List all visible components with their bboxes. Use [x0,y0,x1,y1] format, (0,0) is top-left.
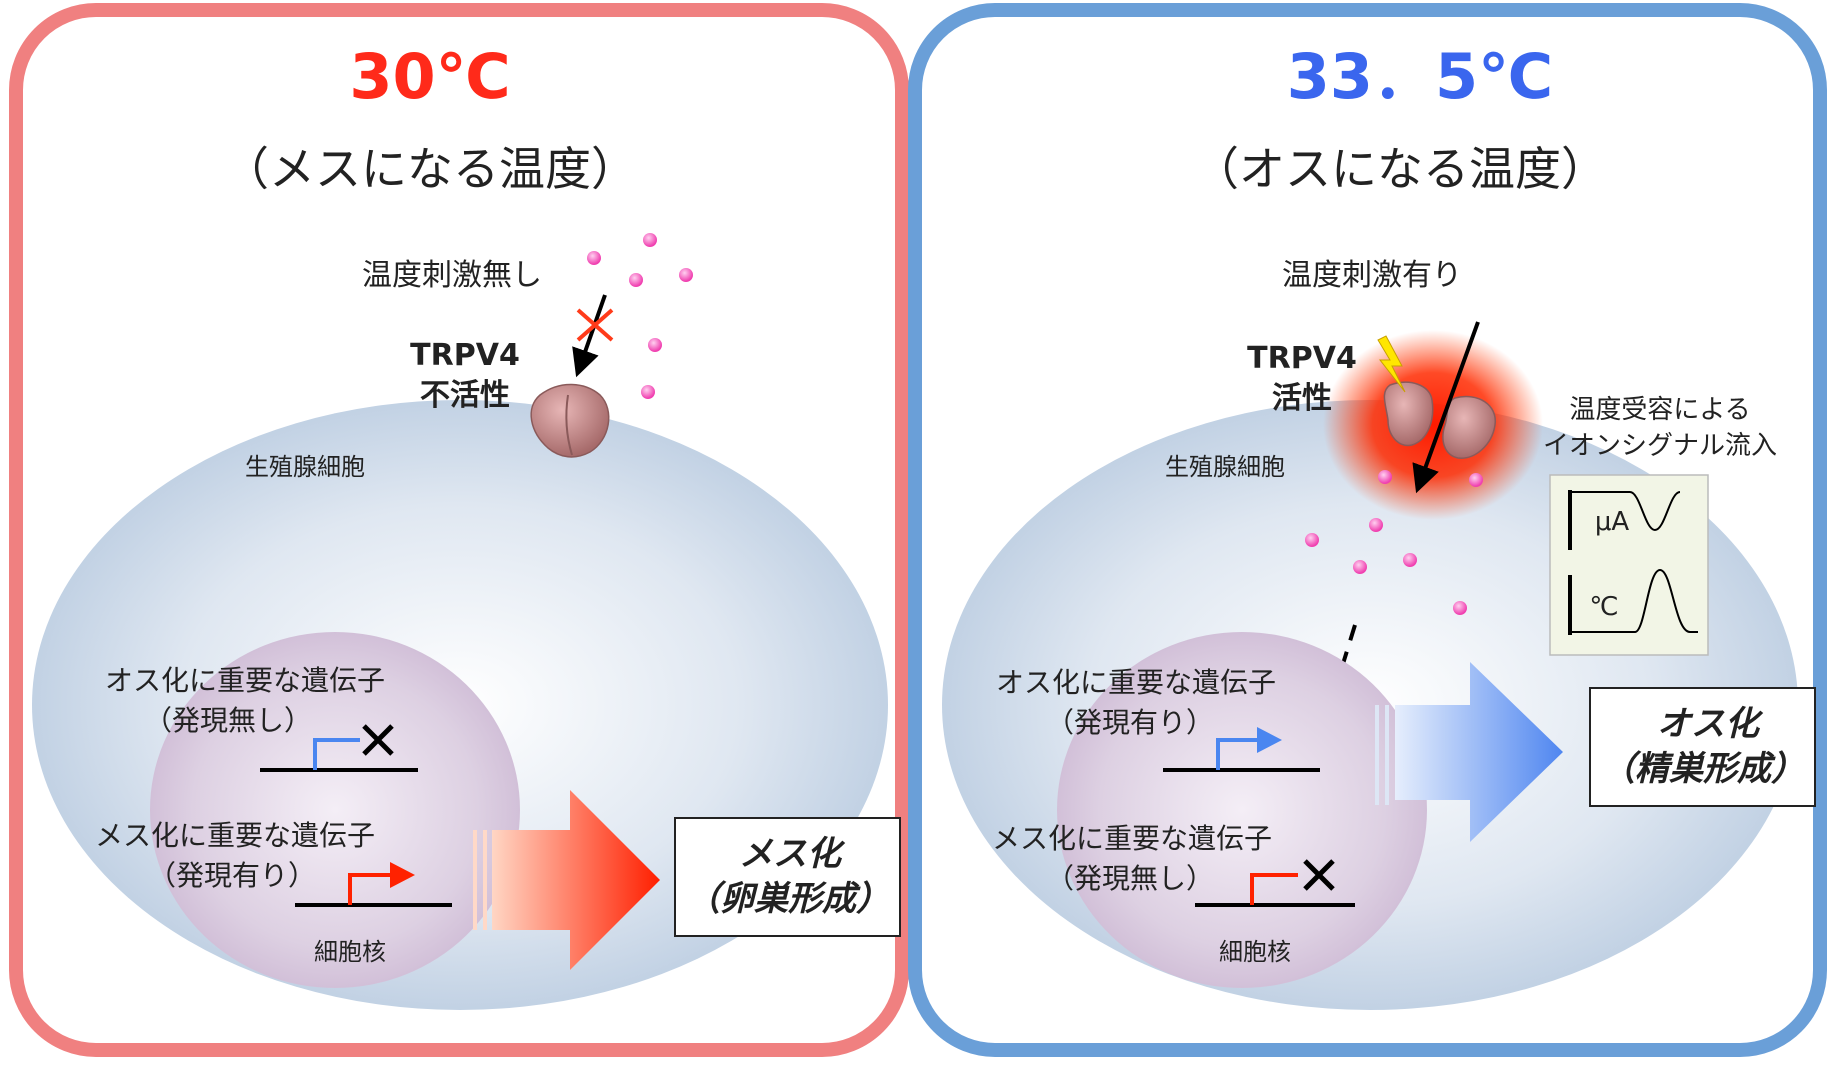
left-outcome-main: メス化 [739,834,846,874]
left-gene1-label: オス化に重要な遺伝子 [105,664,385,697]
ion-dot [1305,533,1319,547]
inset-current-label: μA [1595,507,1630,537]
left-gene1-off-cross-icon [362,724,394,756]
right-gene1-arrowhead [1257,727,1282,753]
left-channel-state: 不活性 [420,378,510,413]
right-gene2-off-cross-icon [1303,859,1335,891]
left-gene1-expression: （発現無し） [144,704,312,737]
left-ions [587,233,693,399]
left-gene2-label: メス化に重要な遺伝子 [95,819,375,852]
left-block-cross-icon [576,308,614,342]
right-activation-glow [1323,330,1543,520]
right-outcome-sub: （精巣形成） [1601,749,1805,789]
right-cell-label: 生殖腺細胞 [1165,453,1285,481]
left-gene2-arrowhead [390,862,415,888]
right-gene2-label: メス化に重要な遺伝子 [992,822,1272,855]
left-gene2-expression: （発現有り） [148,859,316,892]
left-nucleus-label: 細胞核 [314,938,386,966]
left-channel-name: TRPV4 [410,338,520,373]
right-panel: 33．5℃ （オスになる温度） 生殖腺細胞 温度刺激有り TRPV4 活性 温度… [908,3,1827,1057]
left-cell-label: 生殖腺細胞 [245,453,365,481]
ion-dot [587,251,601,265]
left-outcome-box [674,817,901,937]
ion-dot [1378,470,1392,484]
ion-dot [1453,601,1467,615]
lightning-bolt-icon [1377,335,1406,393]
ion-dot [1369,518,1383,532]
right-nucleus-label: 細胞核 [1219,938,1291,966]
right-electrophysiology-inset: μA ℃ [1549,474,1709,656]
right-nucleus [1057,632,1427,988]
right-gene2-expression: （発現無し） [1046,862,1214,895]
left-outcome-sub: （卵巣形成） [686,879,890,919]
ion-dot [648,338,662,352]
right-channel-state: 活性 [1272,381,1332,416]
right-receptor-note-line1: 温度受容による [1569,395,1750,425]
left-nucleus [150,632,520,988]
left-gene2-promoter-arrow [348,873,393,905]
left-stimulus-arrow [572,294,607,378]
ion-dot [629,273,643,287]
right-gene1-promoter-arrow [1216,738,1260,770]
right-gene2-promoter [1250,873,1298,905]
left-temperature-title: 30℃ [349,40,510,113]
right-channel-name: TRPV4 [1247,341,1357,376]
right-stimulus-arrow [1412,321,1480,494]
left-gene1-promoter [313,738,360,770]
inset-temp-label: ℃ [1589,592,1618,622]
left-panel: 30℃ （メスになる温度） 生殖腺細胞 温度刺激無し TRPV4 不活性 [9,3,909,1057]
right-temperature-title: 33．5℃ [1287,40,1554,113]
ion-dot [679,268,693,282]
right-stimulus-label: 温度刺激有り [1282,258,1462,293]
right-subtitle: （オスになる温度） [1193,142,1607,196]
right-gene1-expression: （発現有り） [1046,706,1214,739]
left-outcome-arrow [473,790,660,970]
right-outcome-arrow [1375,662,1563,842]
left-trpv4-channel-icon [530,383,610,458]
right-outcome-box [1589,687,1816,807]
right-outcome-main: オス化 [1657,704,1764,744]
ion-dot [1469,473,1483,487]
ion-dot [1403,553,1417,567]
right-ions [1305,470,1483,615]
right-receptor-note-line2: イオンシグナル流入 [1543,431,1777,461]
right-gene1-label: オス化に重要な遺伝子 [996,666,1276,699]
left-subtitle: （メスになる温度） [223,142,637,196]
ion-dot [641,385,655,399]
right-trpv4-channel-icon [1383,381,1496,459]
ion-dot [643,233,657,247]
left-stimulus-label: 温度刺激無し [362,258,542,293]
ion-dot [1353,560,1367,574]
